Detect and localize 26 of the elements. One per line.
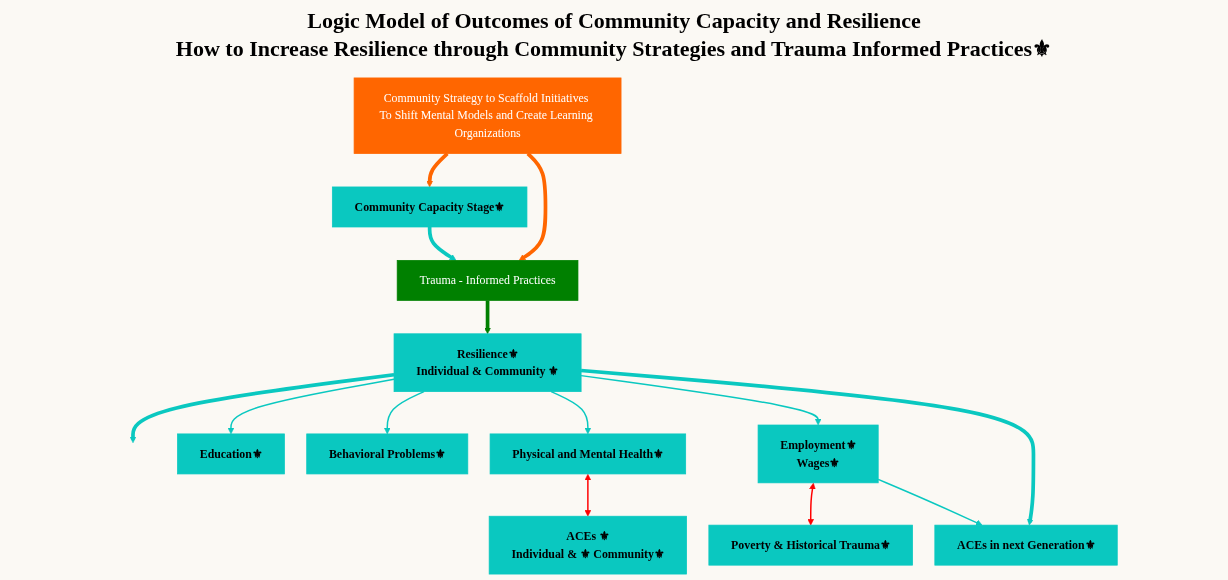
arrow bbox=[484, 300, 491, 335]
arrow bbox=[427, 227, 457, 261]
node-box: ACEs in next Generation⚜ bbox=[934, 524, 1118, 566]
node-box: Behavioral Problems⚜ bbox=[306, 433, 469, 475]
title: Logic Model of Outcomes of Community Capacity and Resilience bbox=[307, 8, 921, 34]
subtitle: How to Increase Resilience through Community Strategies and Trauma Informed Practices⚜ bbox=[175, 36, 1053, 62]
arrow bbox=[877, 478, 983, 526]
arrow bbox=[580, 368, 1036, 526]
node-box: Physical and Mental Health⚜ bbox=[489, 433, 687, 475]
node-box: Employment⚜ Wages⚜ bbox=[757, 424, 879, 484]
node-box: Community Strategy to Scaffold Initiatives To Shift Mental Models and Create Learning Organizations bbox=[353, 77, 622, 154]
node-box: Trauma - Informed Practices bbox=[396, 260, 579, 301]
node-box: Community Capacity Stage⚜ bbox=[331, 186, 528, 228]
arrow bbox=[807, 482, 816, 526]
arrow bbox=[580, 374, 822, 426]
arrow bbox=[384, 390, 425, 435]
arrow bbox=[426, 152, 449, 188]
arrow bbox=[584, 473, 592, 517]
node-box: Poverty & Historical Trauma⚜ bbox=[708, 524, 913, 566]
node-box: Resilience⚜ Individual & Community ⚜ bbox=[393, 333, 582, 392]
arrow bbox=[129, 372, 395, 444]
arrow bbox=[227, 378, 395, 435]
arrow bbox=[518, 152, 548, 261]
node-box: ACEs ⚜ Individual & ⚜ Community⚜ bbox=[488, 515, 687, 575]
arrow bbox=[550, 390, 592, 435]
node-box: Education⚜ bbox=[177, 433, 285, 475]
